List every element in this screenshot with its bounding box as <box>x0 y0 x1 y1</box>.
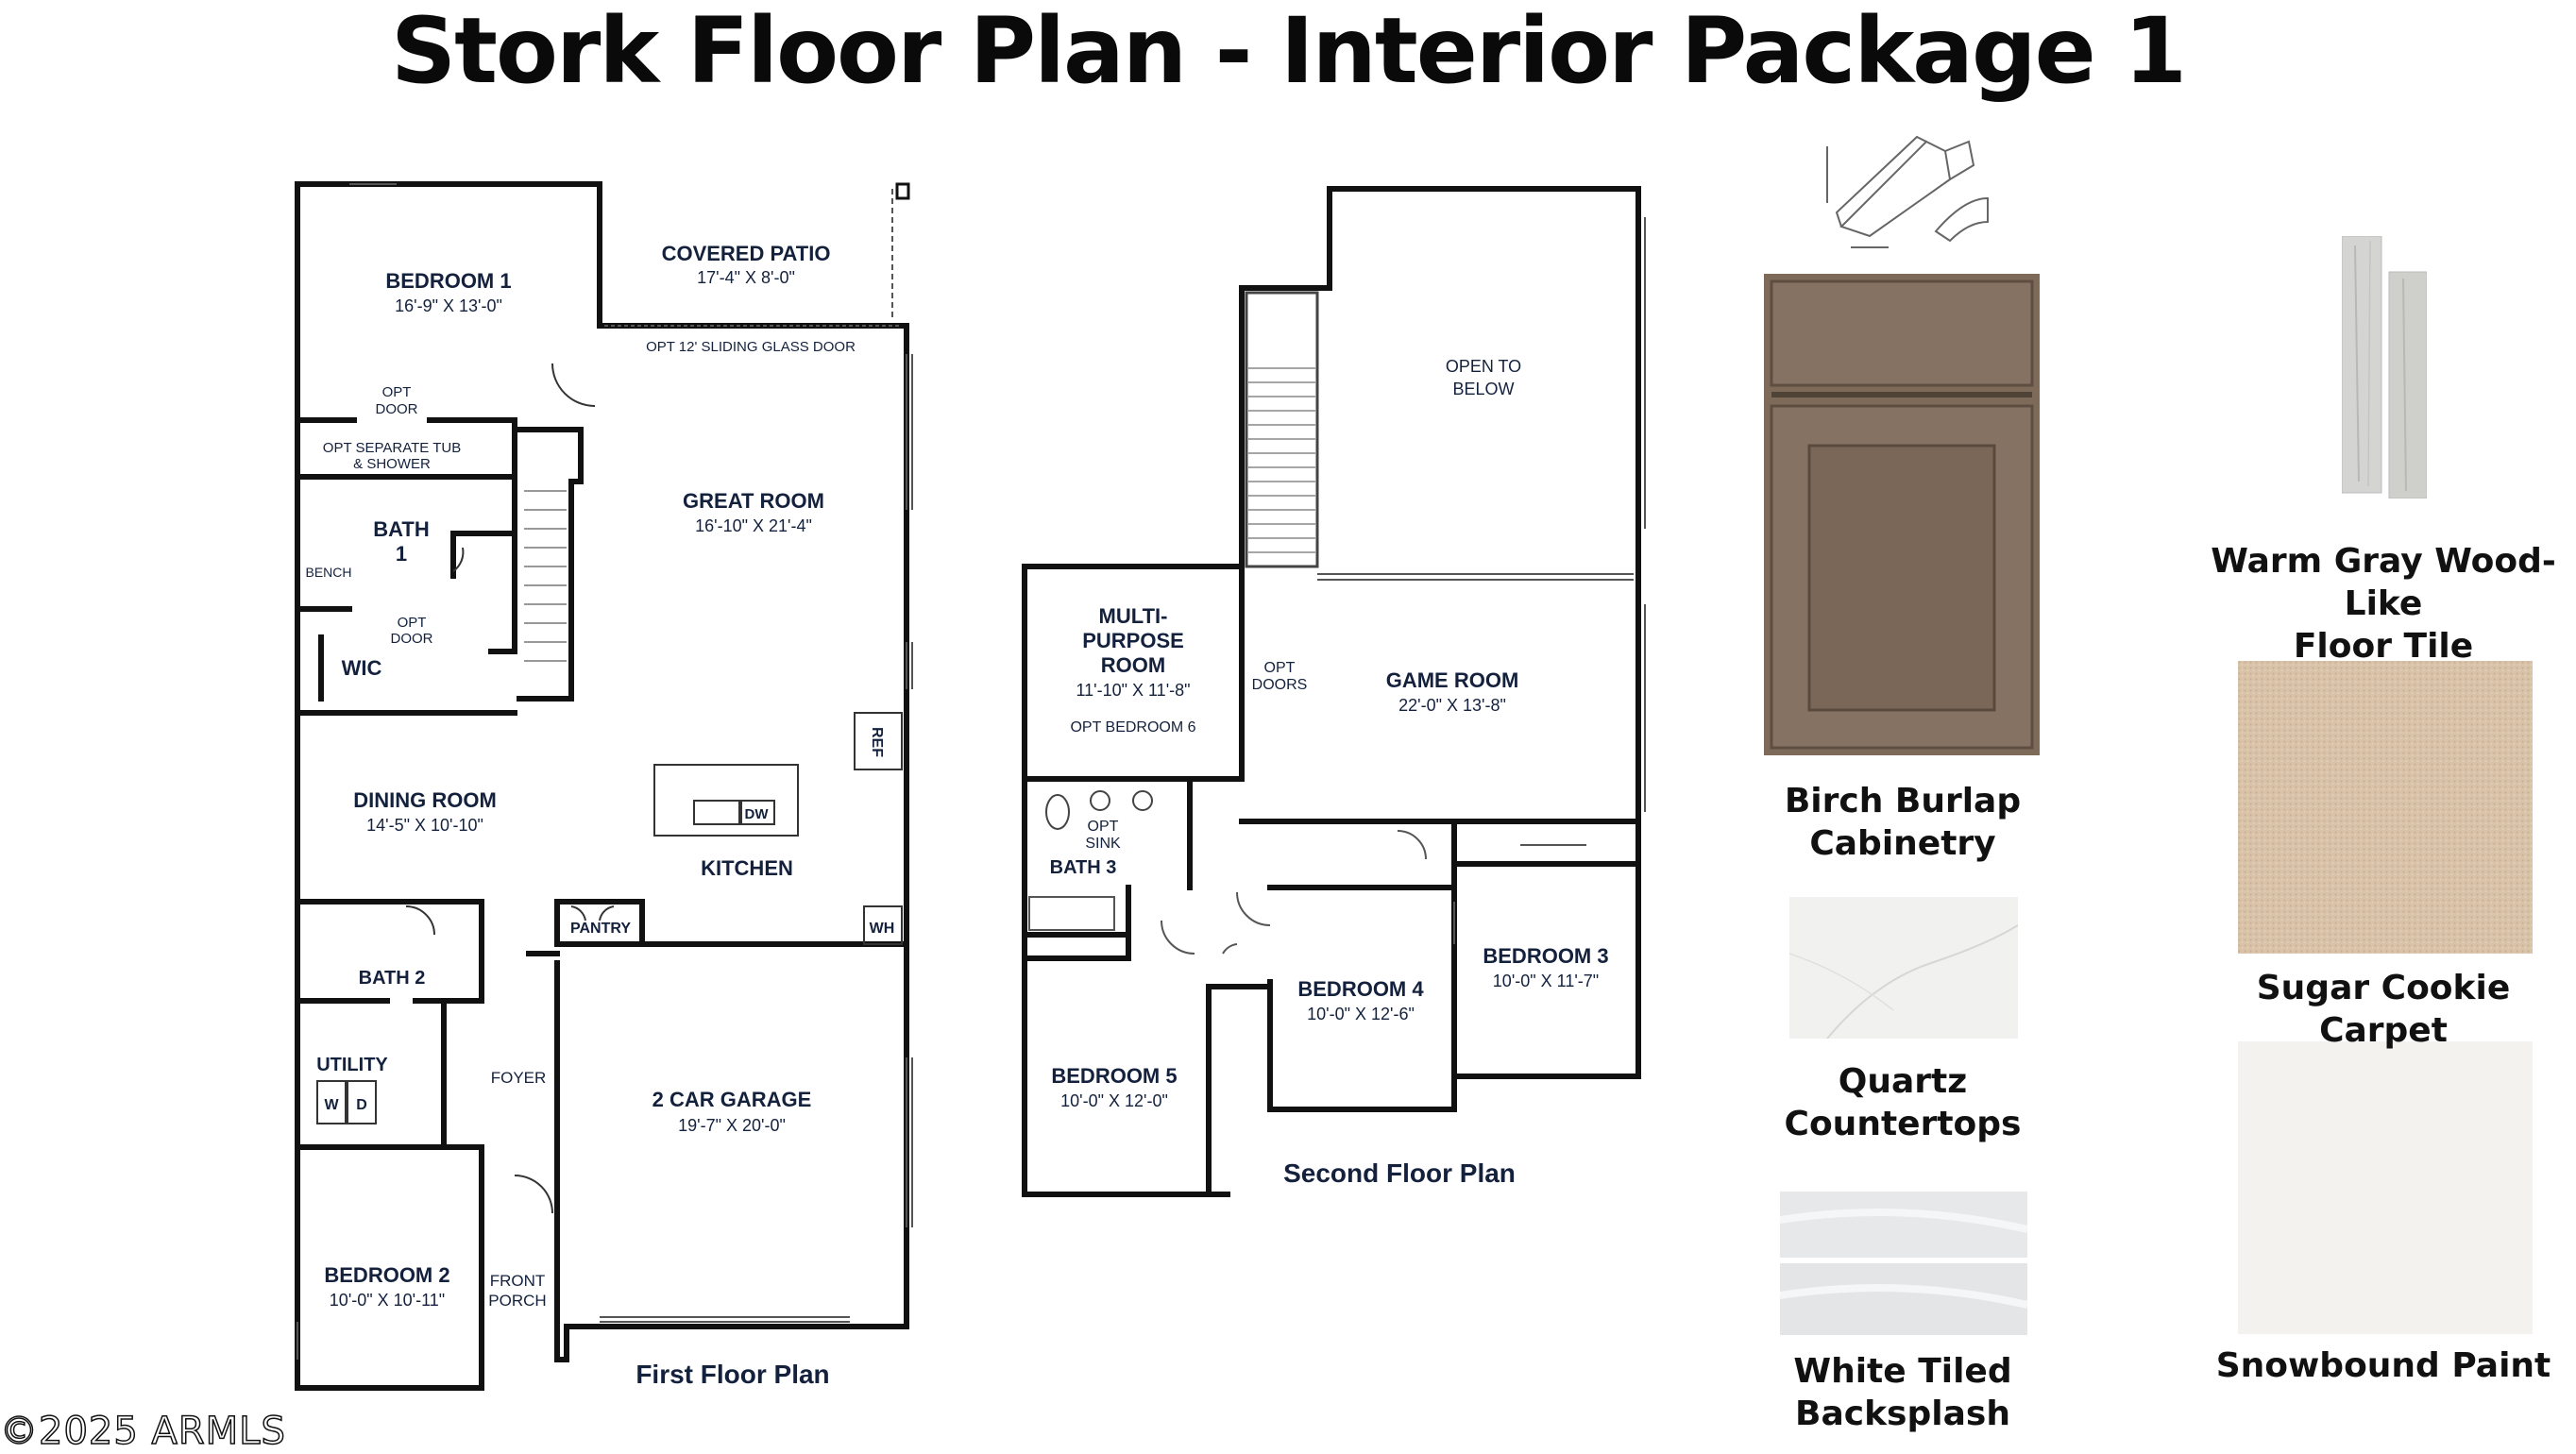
label-paint: Snowbound Paint <box>2191 1344 2576 1387</box>
label-open-below-a: OPEN TO <box>1446 357 1521 376</box>
room-great-room-name: GREAT ROOM <box>683 489 824 513</box>
room-bedroom3-dims: 10'-0" X 11'-7" <box>1493 972 1599 990</box>
label-countertops: Quartz Countertops <box>1756 1060 2049 1145</box>
caption-second-floor: Second Floor Plan <box>1283 1158 1516 1188</box>
label-foyer: FOYER <box>491 1069 547 1087</box>
room-bath1-b: 1 <box>396 542 407 566</box>
first-floor-walls <box>295 181 909 1391</box>
room-bedroom5-name: BEDROOM 5 <box>1051 1064 1177 1088</box>
label-backsplash-line1: White Tiled <box>1793 1352 2012 1391</box>
room-multi-purpose-a: MULTI- <box>1099 604 1168 628</box>
label-opt-door-1a: OPT <box>382 384 412 400</box>
room-bath3: BATH 3 <box>1050 857 1117 878</box>
label-floor-tile-line2: Floor Tile <box>2293 627 2474 666</box>
label-front-porch-b: PORCH <box>488 1292 546 1310</box>
label-opt-doors-a: OPT <box>1264 660 1296 676</box>
room-covered-patio-name: COVERED PATIO <box>662 242 831 265</box>
room-bedroom4-name: BEDROOM 4 <box>1297 977 1424 1001</box>
label-opt-sink-b: SINK <box>1085 836 1121 852</box>
room-utility: UTILITY <box>316 1055 388 1075</box>
room-dining-name: DINING ROOM <box>353 788 497 812</box>
label-floor-tile-line1: Warm Gray Wood-Like <box>2211 542 2556 623</box>
label-opt-tub-b: & SHOWER <box>353 456 431 472</box>
room-game-room-dims: 22'-0" X 13'-8" <box>1398 696 1506 715</box>
room-bedroom1-dims: 16'-9" X 13'-0" <box>395 296 502 315</box>
copyright-watermark: ©2025 ARMLS <box>0 1409 286 1454</box>
sugar-cookie-carpet-swatch <box>2238 661 2533 954</box>
label-countertops-line1: Quartz <box>1838 1062 1968 1101</box>
room-multi-purpose-c: ROOM <box>1101 653 1165 677</box>
room-multi-purpose-dims: 11'-10" X 11'-8" <box>1076 681 1190 700</box>
label-front-porch-a: FRONT <box>490 1272 546 1290</box>
label-backsplash-line2: Backsplash <box>1795 1395 2010 1433</box>
label-paint-line1: Snowbound Paint <box>2215 1346 2551 1385</box>
label-opt-door-2a: OPT <box>398 615 427 631</box>
room-bedroom2-dims: 10'-0" X 10'-11" <box>330 1291 445 1310</box>
label-bench: BENCH <box>305 565 351 580</box>
white-tiled-backsplash-swatch <box>1780 1192 2027 1335</box>
room-kitchen: KITCHEN <box>701 856 793 880</box>
room-bedroom5-dims: 10'-0" X 12'-0" <box>1060 1091 1168 1110</box>
room-multi-purpose-b: PURPOSE <box>1082 629 1184 652</box>
crown-molding-icon <box>1826 135 1989 248</box>
label-opt-door-2b: DOOR <box>391 631 433 647</box>
snowbound-paint-swatch <box>2238 1041 2533 1334</box>
second-floor-walls <box>1022 186 1641 1197</box>
birch-burlap-cabinet-swatch <box>1764 274 2040 755</box>
label-ref: REF <box>869 727 885 757</box>
caption-first-floor: First Floor Plan <box>636 1360 829 1389</box>
room-bedroom4-dims: 10'-0" X 12'-6" <box>1307 1005 1415 1023</box>
room-bedroom2-name: BEDROOM 2 <box>324 1263 449 1287</box>
label-dryer: D <box>356 1097 367 1113</box>
room-bath2: BATH 2 <box>359 968 426 989</box>
room-garage-dims: 19'-7" X 20'-0" <box>678 1116 786 1135</box>
label-open-below-b: BELOW <box>1452 380 1514 398</box>
room-bath1-a: BATH <box>373 517 429 541</box>
room-game-room-name: GAME ROOM <box>1386 668 1519 692</box>
label-wh: WH <box>870 921 895 937</box>
quartz-countertop-swatch <box>1789 897 2018 1039</box>
label-opt-tub-a: OPT SEPARATE TUB <box>323 440 461 456</box>
label-opt-doors-b: DOORS <box>1252 677 1308 693</box>
label-cabinetry-line1: Birch Burlap <box>1784 782 2022 820</box>
room-bedroom3-name: BEDROOM 3 <box>1483 944 1608 968</box>
label-opt-sink-a: OPT <box>1088 819 1119 835</box>
label-pantry: PANTRY <box>570 921 631 937</box>
label-carpet-line1: Sugar Cookie Carpet <box>2256 969 2511 1050</box>
label-washer: W <box>324 1097 339 1113</box>
room-bedroom1-name: BEDROOM 1 <box>385 269 511 293</box>
label-cabinetry: Birch Burlap Cabinetry <box>1756 780 2049 865</box>
label-carpet: Sugar Cookie Carpet <box>2191 967 2576 1052</box>
wood-floor-tile-swatch <box>2342 236 2427 499</box>
label-dw: DW <box>745 806 770 822</box>
label-backsplash: White Tiled Backsplash <box>1756 1350 2049 1435</box>
room-garage-name: 2 CAR GARAGE <box>652 1088 812 1111</box>
label-countertops-line2: Countertops <box>1784 1105 2022 1143</box>
page-title: Stork Floor Plan - Interior Package 1 <box>391 0 2187 104</box>
label-sliding-door: OPT 12' SLIDING GLASS DOOR <box>646 339 856 355</box>
room-covered-patio-dims: 17'-4" X 8'-0" <box>697 268 795 287</box>
room-dining-dims: 14'-5" X 10'-10" <box>366 816 483 835</box>
label-opt-door-1b: DOOR <box>376 401 418 417</box>
label-floor-tile: Warm Gray Wood-Like Floor Tile <box>2191 540 2576 668</box>
label-opt-bedroom6: OPT BEDROOM 6 <box>1070 719 1195 735</box>
room-great-room-dims: 16'-10" X 21'-4" <box>695 516 812 535</box>
label-cabinetry-line2: Cabinetry <box>1809 824 1996 863</box>
room-wic: WIC <box>342 656 382 680</box>
